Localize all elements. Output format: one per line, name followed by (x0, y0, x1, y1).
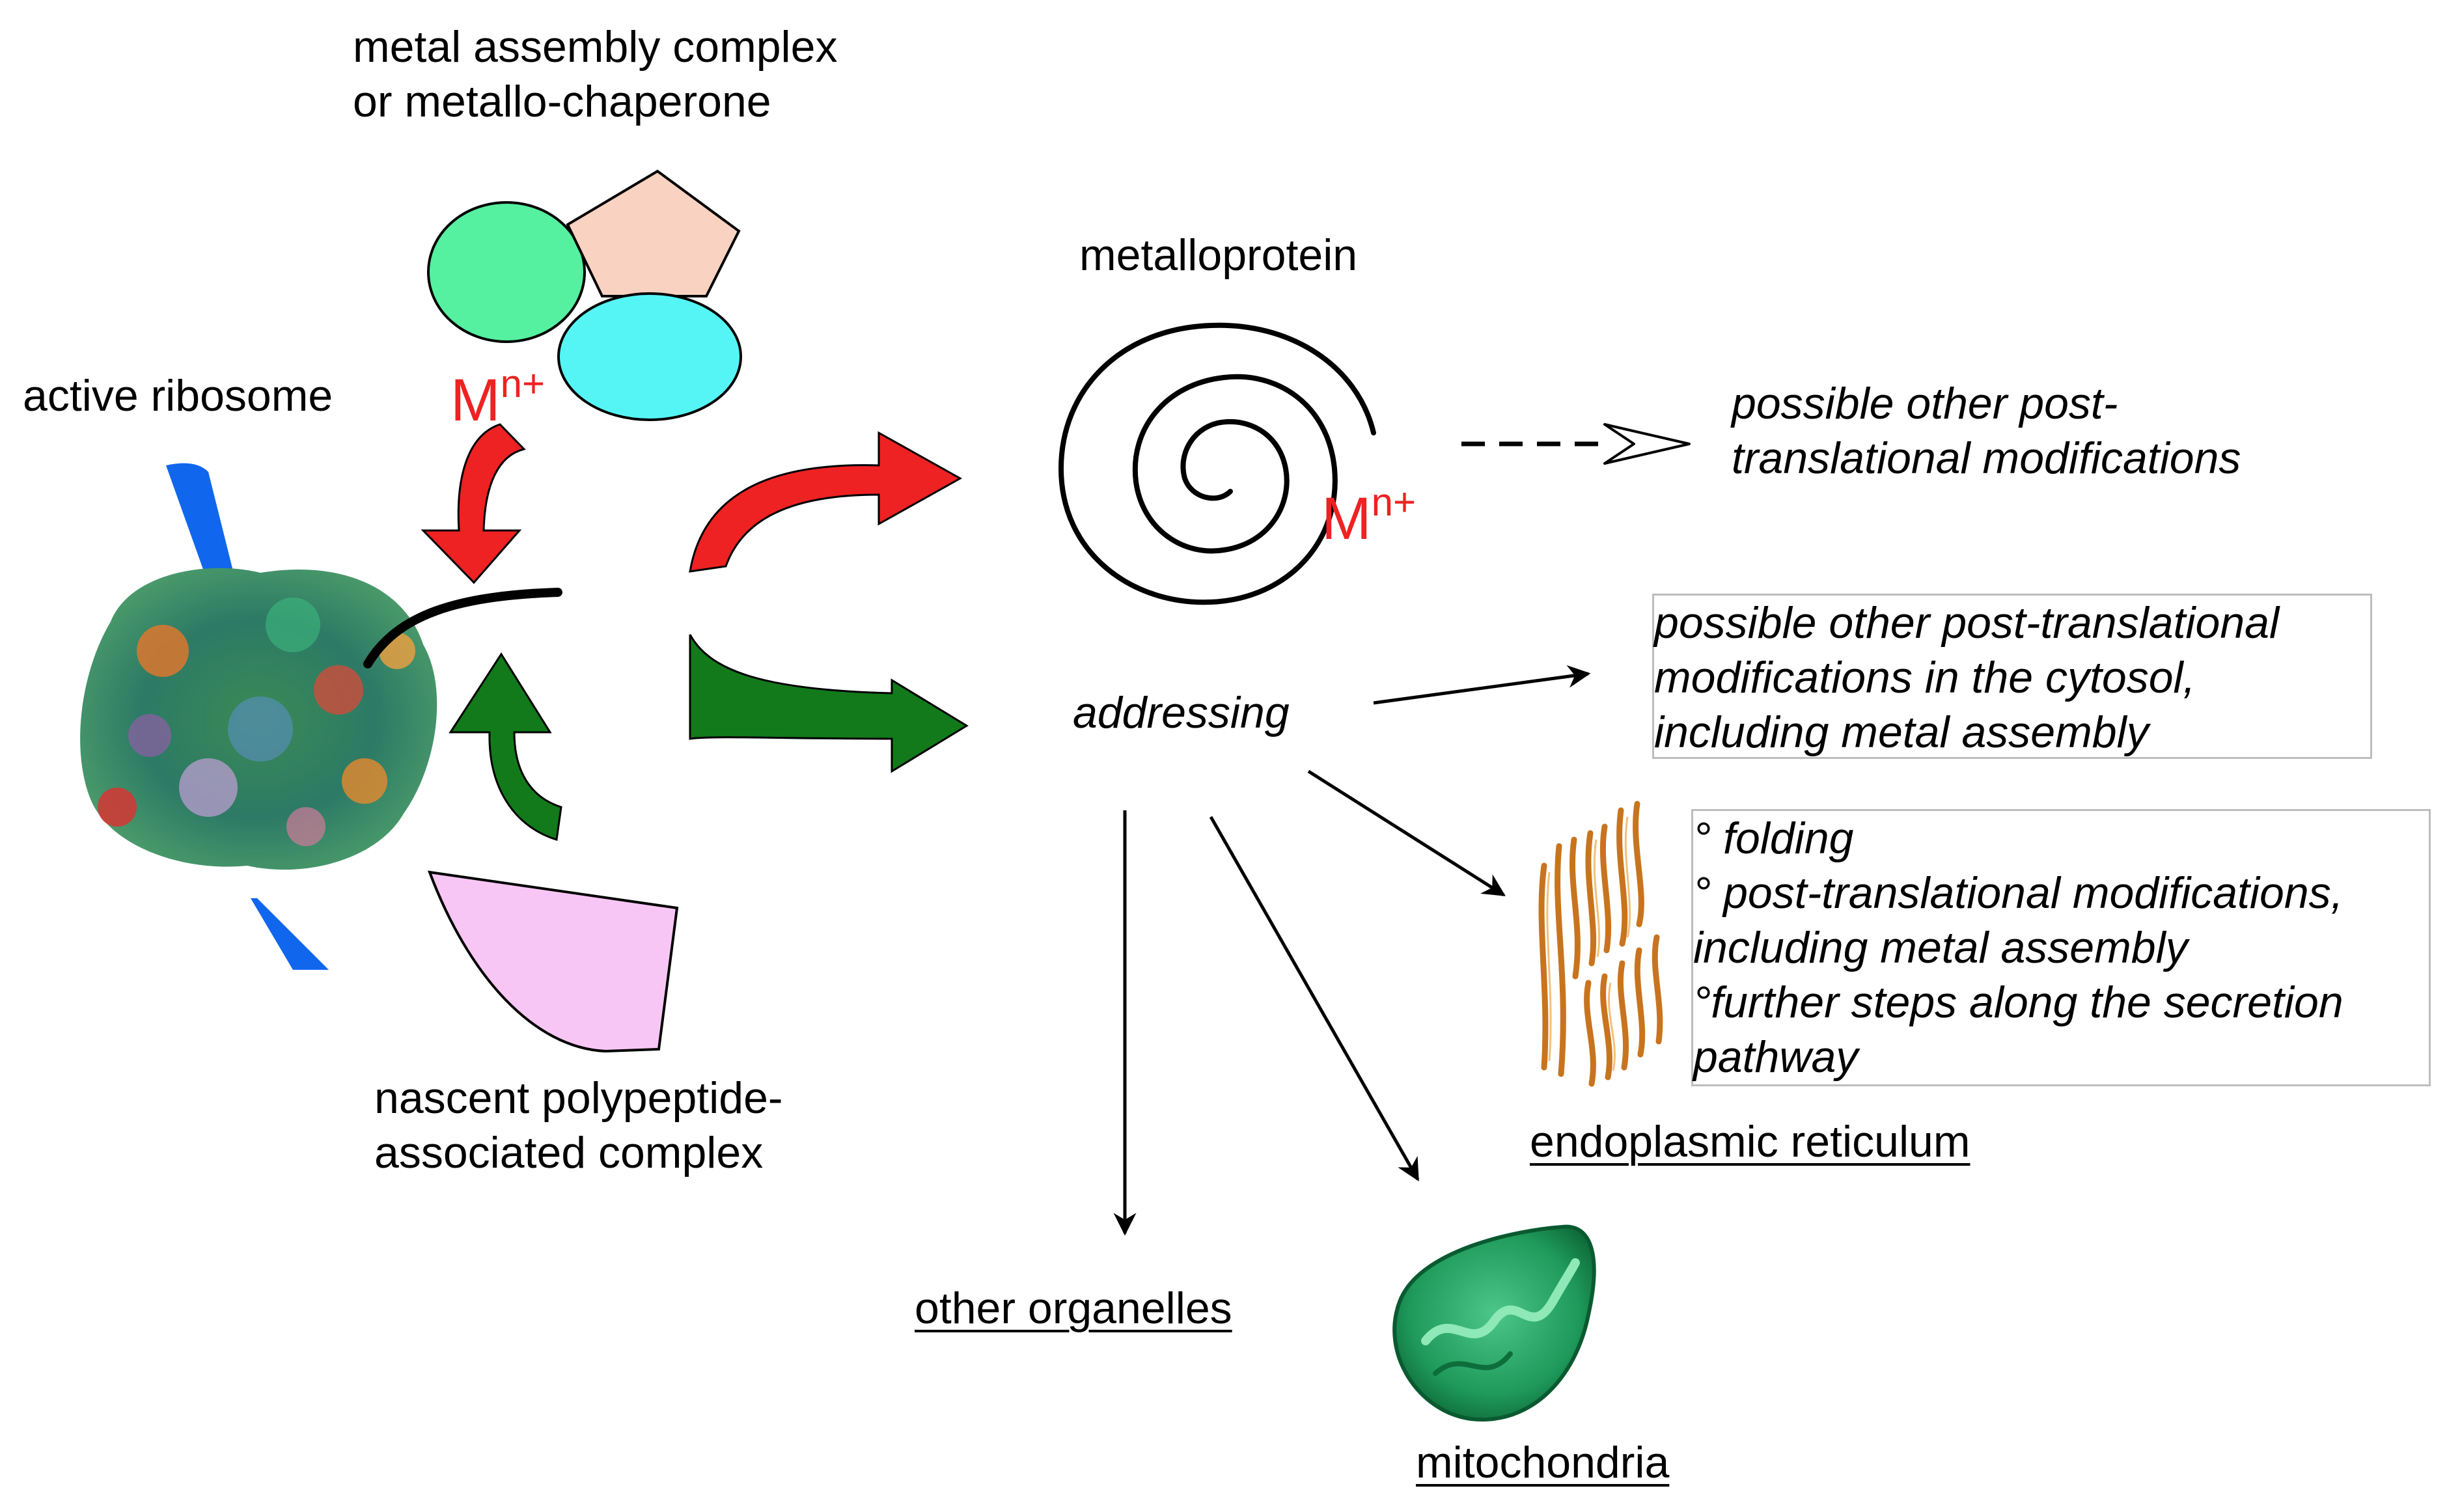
cytosol-box: possible other post-translational modifi… (1652, 594, 2372, 759)
er-step-line-3: including metal assembly (1693, 923, 2188, 972)
metalloprotein-label: metalloprotein (1079, 230, 1358, 280)
mitochondria-icon (1392, 1224, 1596, 1422)
cytosol-line-2: modifications in the cytosol, (1654, 653, 2196, 702)
blue-band-bottom (251, 898, 329, 970)
nascent-chain (363, 588, 562, 668)
metal-assembly-label: metal assembly complex or metallo-chaper… (353, 20, 837, 129)
cytosol-line-1: possible other post-translational (1654, 598, 2280, 648)
nascent-complex-label: nascent polypeptide- associated complex (374, 1071, 783, 1180)
mint-oval (427, 201, 586, 343)
er-steps-box: ° folding ° post-translational modificat… (1691, 809, 2431, 1086)
blue-band-top (166, 463, 241, 602)
metal-ion-label-right: Mn+ (1321, 470, 1416, 551)
green-curved-arrow-up (449, 652, 562, 841)
red-curved-arrow-down (421, 423, 526, 584)
active-ribosome-label: active ribosome (23, 371, 333, 420)
metal-assembly-line-2: or metallo-chaperone (353, 77, 771, 126)
ribosome-icon (80, 568, 437, 870)
arrow-to-cytosol (1373, 665, 1591, 705)
pentagon-shape (566, 169, 741, 297)
ptm-top-label: possible other post- translational modif… (1732, 376, 2241, 486)
metalloprotein-spiral (1058, 322, 1376, 605)
metal-ion-charge-right: n+ (1371, 480, 1417, 524)
er-step-line-4: °further steps along the secretion (1693, 978, 2343, 1027)
green-arrow-to-addressing (689, 634, 969, 773)
ptm-top-line-2: translational modifications (1732, 433, 2241, 483)
mitochondria-label: mitochondria (1416, 1438, 1670, 1487)
er-step-line-5: pathway (1693, 1032, 1859, 1082)
er-step-line-2: ° post-translational modifications, (1693, 868, 2343, 918)
other-organelles-label: other organelles (915, 1284, 1232, 1333)
er-step-line-1: ° folding (1693, 814, 1854, 863)
ptm-top-line-1: possible other post- (1732, 379, 2118, 428)
arrow-to-er (1307, 769, 1506, 897)
nascent-line-1: nascent polypeptide- (374, 1073, 783, 1123)
metal-ion-label-left: Mn+ (450, 351, 545, 433)
arrow-to-mitochondria (1209, 816, 1420, 1182)
pink-complex-shape (427, 870, 679, 1053)
cytosol-line-3: including metal assembly (1654, 708, 2149, 757)
er-label: endoplasmic reticulum (1530, 1117, 1970, 1166)
red-arrow-to-metalloprotein (689, 431, 963, 573)
nascent-line-2: associated complex (374, 1128, 764, 1177)
metal-ion-base: M (450, 367, 501, 433)
dashed-arrow-head (1603, 423, 1691, 465)
cyan-oval (557, 292, 742, 421)
metal-ion-charge: n+ (500, 362, 546, 405)
er-icon (1523, 784, 1672, 1100)
metal-ion-base-right: M (1321, 486, 1372, 552)
addressing-label: addressing (1073, 688, 1290, 737)
metal-assembly-line-1: metal assembly complex (353, 22, 838, 72)
